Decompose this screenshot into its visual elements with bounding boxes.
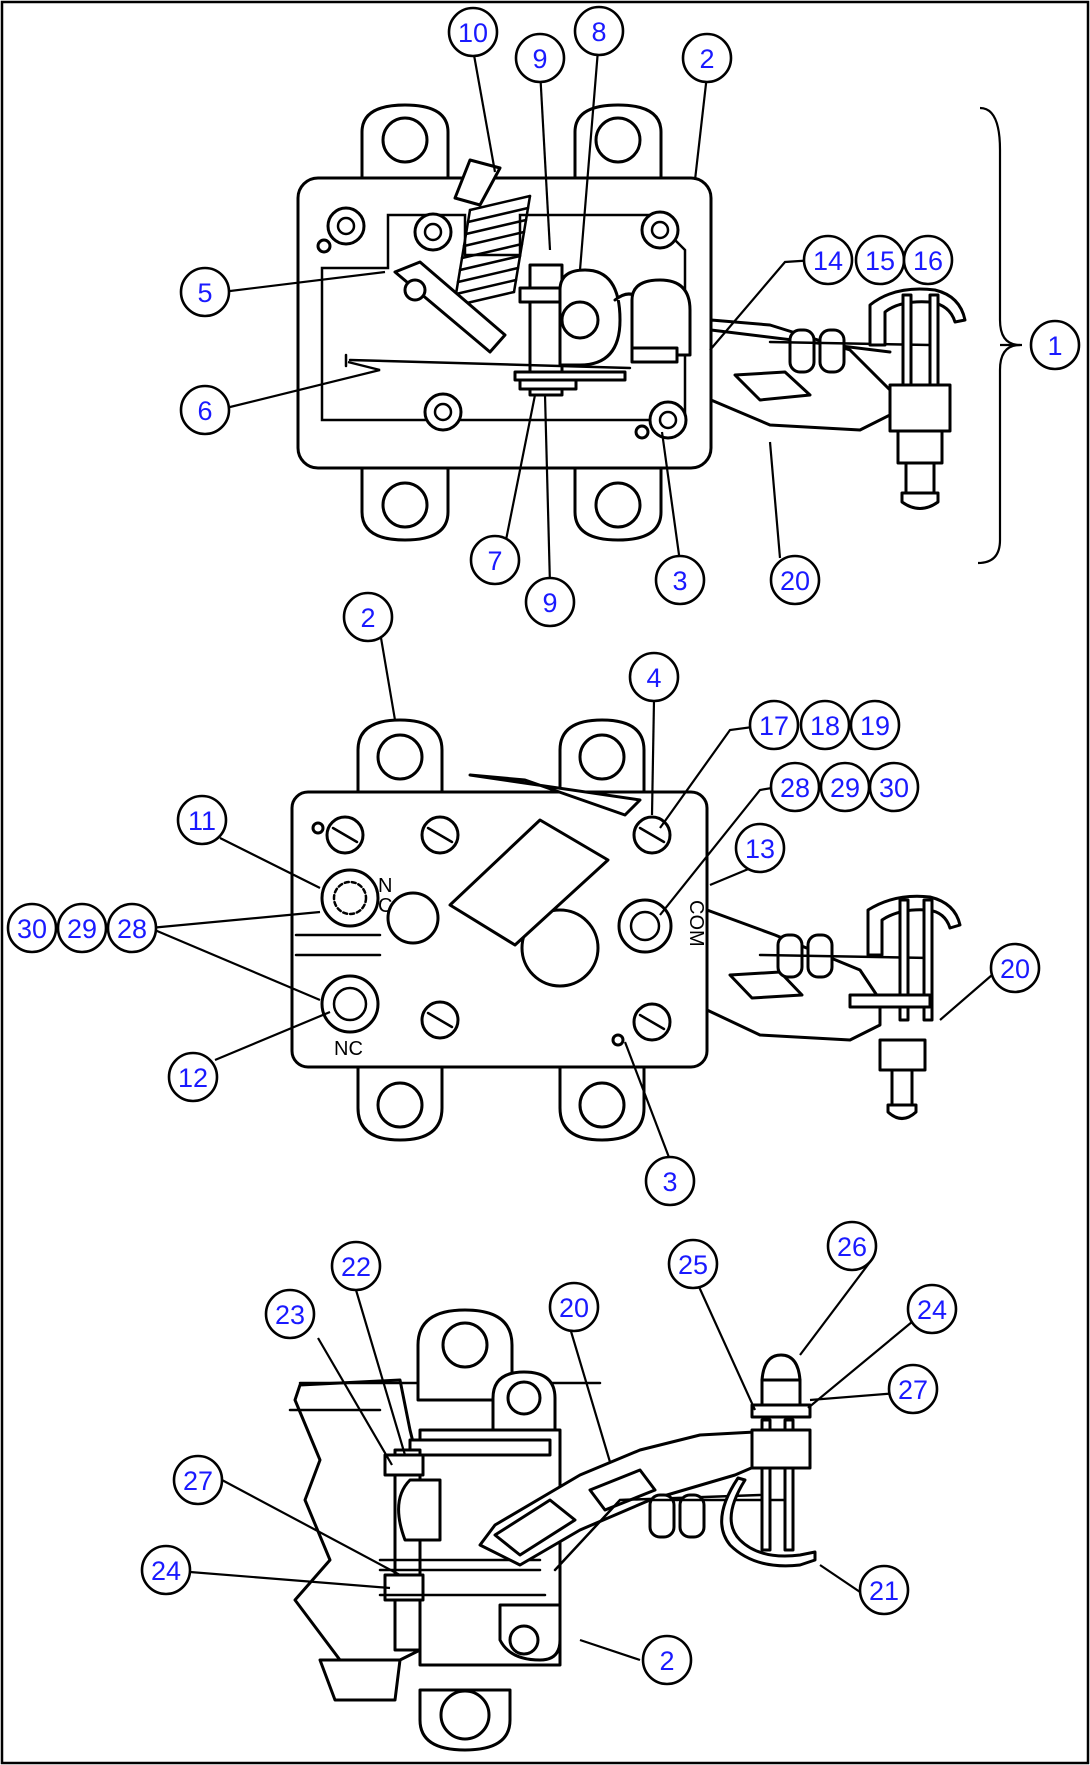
- svg-text:2: 2: [360, 603, 375, 633]
- callout-22: 22: [330, 1240, 382, 1292]
- svg-text:18: 18: [810, 711, 840, 741]
- callout-9: 9: [514, 32, 566, 84]
- com-label: COM: [685, 900, 707, 947]
- svg-text:20: 20: [1000, 954, 1030, 984]
- callout-20: 20: [769, 554, 821, 606]
- svg-text:4: 4: [646, 663, 661, 693]
- svg-text:16: 16: [913, 246, 943, 276]
- svg-text:2: 2: [659, 1646, 674, 1676]
- callout-19: 19: [849, 699, 901, 751]
- leader-lines: [149, 49, 1022, 1662]
- callout-20-mid: 20: [989, 942, 1041, 994]
- callout-10: 10: [447, 6, 499, 58]
- callout-15: 15: [854, 234, 906, 286]
- view-middle-exterior: N C NC COM: [290, 718, 962, 1142]
- callout-3: 3: [654, 554, 706, 606]
- callout-13: 13: [734, 822, 786, 874]
- svg-text:29: 29: [830, 773, 860, 803]
- view-bottom-side: [288, 1308, 817, 1752]
- svg-text:27: 27: [183, 1466, 213, 1496]
- svg-text:7: 7: [487, 546, 502, 576]
- svg-text:27: 27: [898, 1375, 928, 1405]
- callout-21: 21: [858, 1564, 910, 1616]
- callout-16: 16: [902, 234, 954, 286]
- svg-text:5: 5: [197, 278, 212, 308]
- callout-27: 27: [887, 1363, 939, 1415]
- callout-4: 4: [628, 651, 680, 703]
- callout-28-left: 28: [106, 902, 158, 954]
- svg-text:30: 30: [879, 773, 909, 803]
- svg-text:22: 22: [341, 1252, 371, 1282]
- callout-8: 8: [573, 5, 625, 57]
- svg-text:20: 20: [559, 1293, 589, 1323]
- svg-text:2: 2: [699, 44, 714, 74]
- svg-text:6: 6: [197, 396, 212, 426]
- callout-28: 28: [769, 761, 821, 813]
- callout-2: 2: [681, 32, 733, 84]
- callout-14: 14: [802, 234, 854, 286]
- callout-6: 6: [179, 384, 231, 436]
- svg-text:19: 19: [860, 711, 890, 741]
- svg-text:23: 23: [275, 1300, 305, 1330]
- callout-24: 24: [906, 1283, 958, 1335]
- spring: [452, 158, 532, 308]
- callout-23: 23: [264, 1288, 316, 1340]
- nc-label-bottom: NC: [334, 1038, 363, 1060]
- svg-text:8: 8: [591, 17, 606, 47]
- callout-11: 11: [176, 794, 228, 846]
- svg-text:14: 14: [813, 246, 843, 276]
- svg-text:25: 25: [678, 1250, 708, 1280]
- callout-29-left: 29: [56, 902, 108, 954]
- callout-12: 12: [167, 1051, 219, 1103]
- callout-20-low: 20: [548, 1281, 600, 1333]
- svg-text:1: 1: [1047, 331, 1062, 361]
- callout-18: 18: [799, 699, 851, 751]
- svg-text:9: 9: [532, 44, 547, 74]
- view-top-interior: [296, 103, 1021, 565]
- callout-9-lower: 9: [524, 576, 576, 628]
- svg-text:24: 24: [917, 1295, 947, 1325]
- svg-text:12: 12: [178, 1063, 208, 1093]
- svg-text:11: 11: [188, 806, 216, 836]
- svg-text:3: 3: [662, 1167, 677, 1197]
- callout-2-low: 2: [641, 1634, 693, 1686]
- svg-text:13: 13: [745, 834, 775, 864]
- svg-text:15: 15: [865, 246, 895, 276]
- svg-text:3: 3: [672, 566, 687, 596]
- callout-26: 26: [826, 1220, 878, 1272]
- svg-text:28: 28: [780, 773, 810, 803]
- callout-layer: 10 9 8 2 14 15 16 1 5 6 7 9 3 20 2 4 17 …: [6, 5, 1081, 1686]
- svg-text:10: 10: [458, 18, 488, 48]
- callout-17: 17: [748, 699, 800, 751]
- callout-5: 5: [179, 266, 231, 318]
- svg-text:24: 24: [151, 1556, 181, 1586]
- callout-1: 1: [1029, 319, 1081, 371]
- callout-2-mid: 2: [342, 591, 394, 643]
- callout-30: 30: [868, 761, 920, 813]
- nc-label-n: N: [378, 875, 392, 897]
- callout-7: 7: [469, 534, 521, 586]
- svg-text:30: 30: [17, 914, 47, 944]
- callout-30-left: 30: [6, 902, 58, 954]
- callout-3-mid: 3: [644, 1155, 696, 1207]
- svg-text:21: 21: [869, 1576, 899, 1606]
- svg-text:26: 26: [837, 1232, 867, 1262]
- svg-text:29: 29: [67, 914, 97, 944]
- svg-text:9: 9: [542, 588, 557, 618]
- nc-label-c: C: [378, 895, 392, 917]
- callout-29: 29: [819, 761, 871, 813]
- svg-text:17: 17: [759, 711, 789, 741]
- callout-27-left: 27: [172, 1454, 224, 1506]
- svg-text:20: 20: [780, 566, 810, 596]
- svg-text:28: 28: [117, 914, 147, 944]
- callout-25: 25: [667, 1238, 719, 1290]
- callout-24-left: 24: [140, 1544, 192, 1596]
